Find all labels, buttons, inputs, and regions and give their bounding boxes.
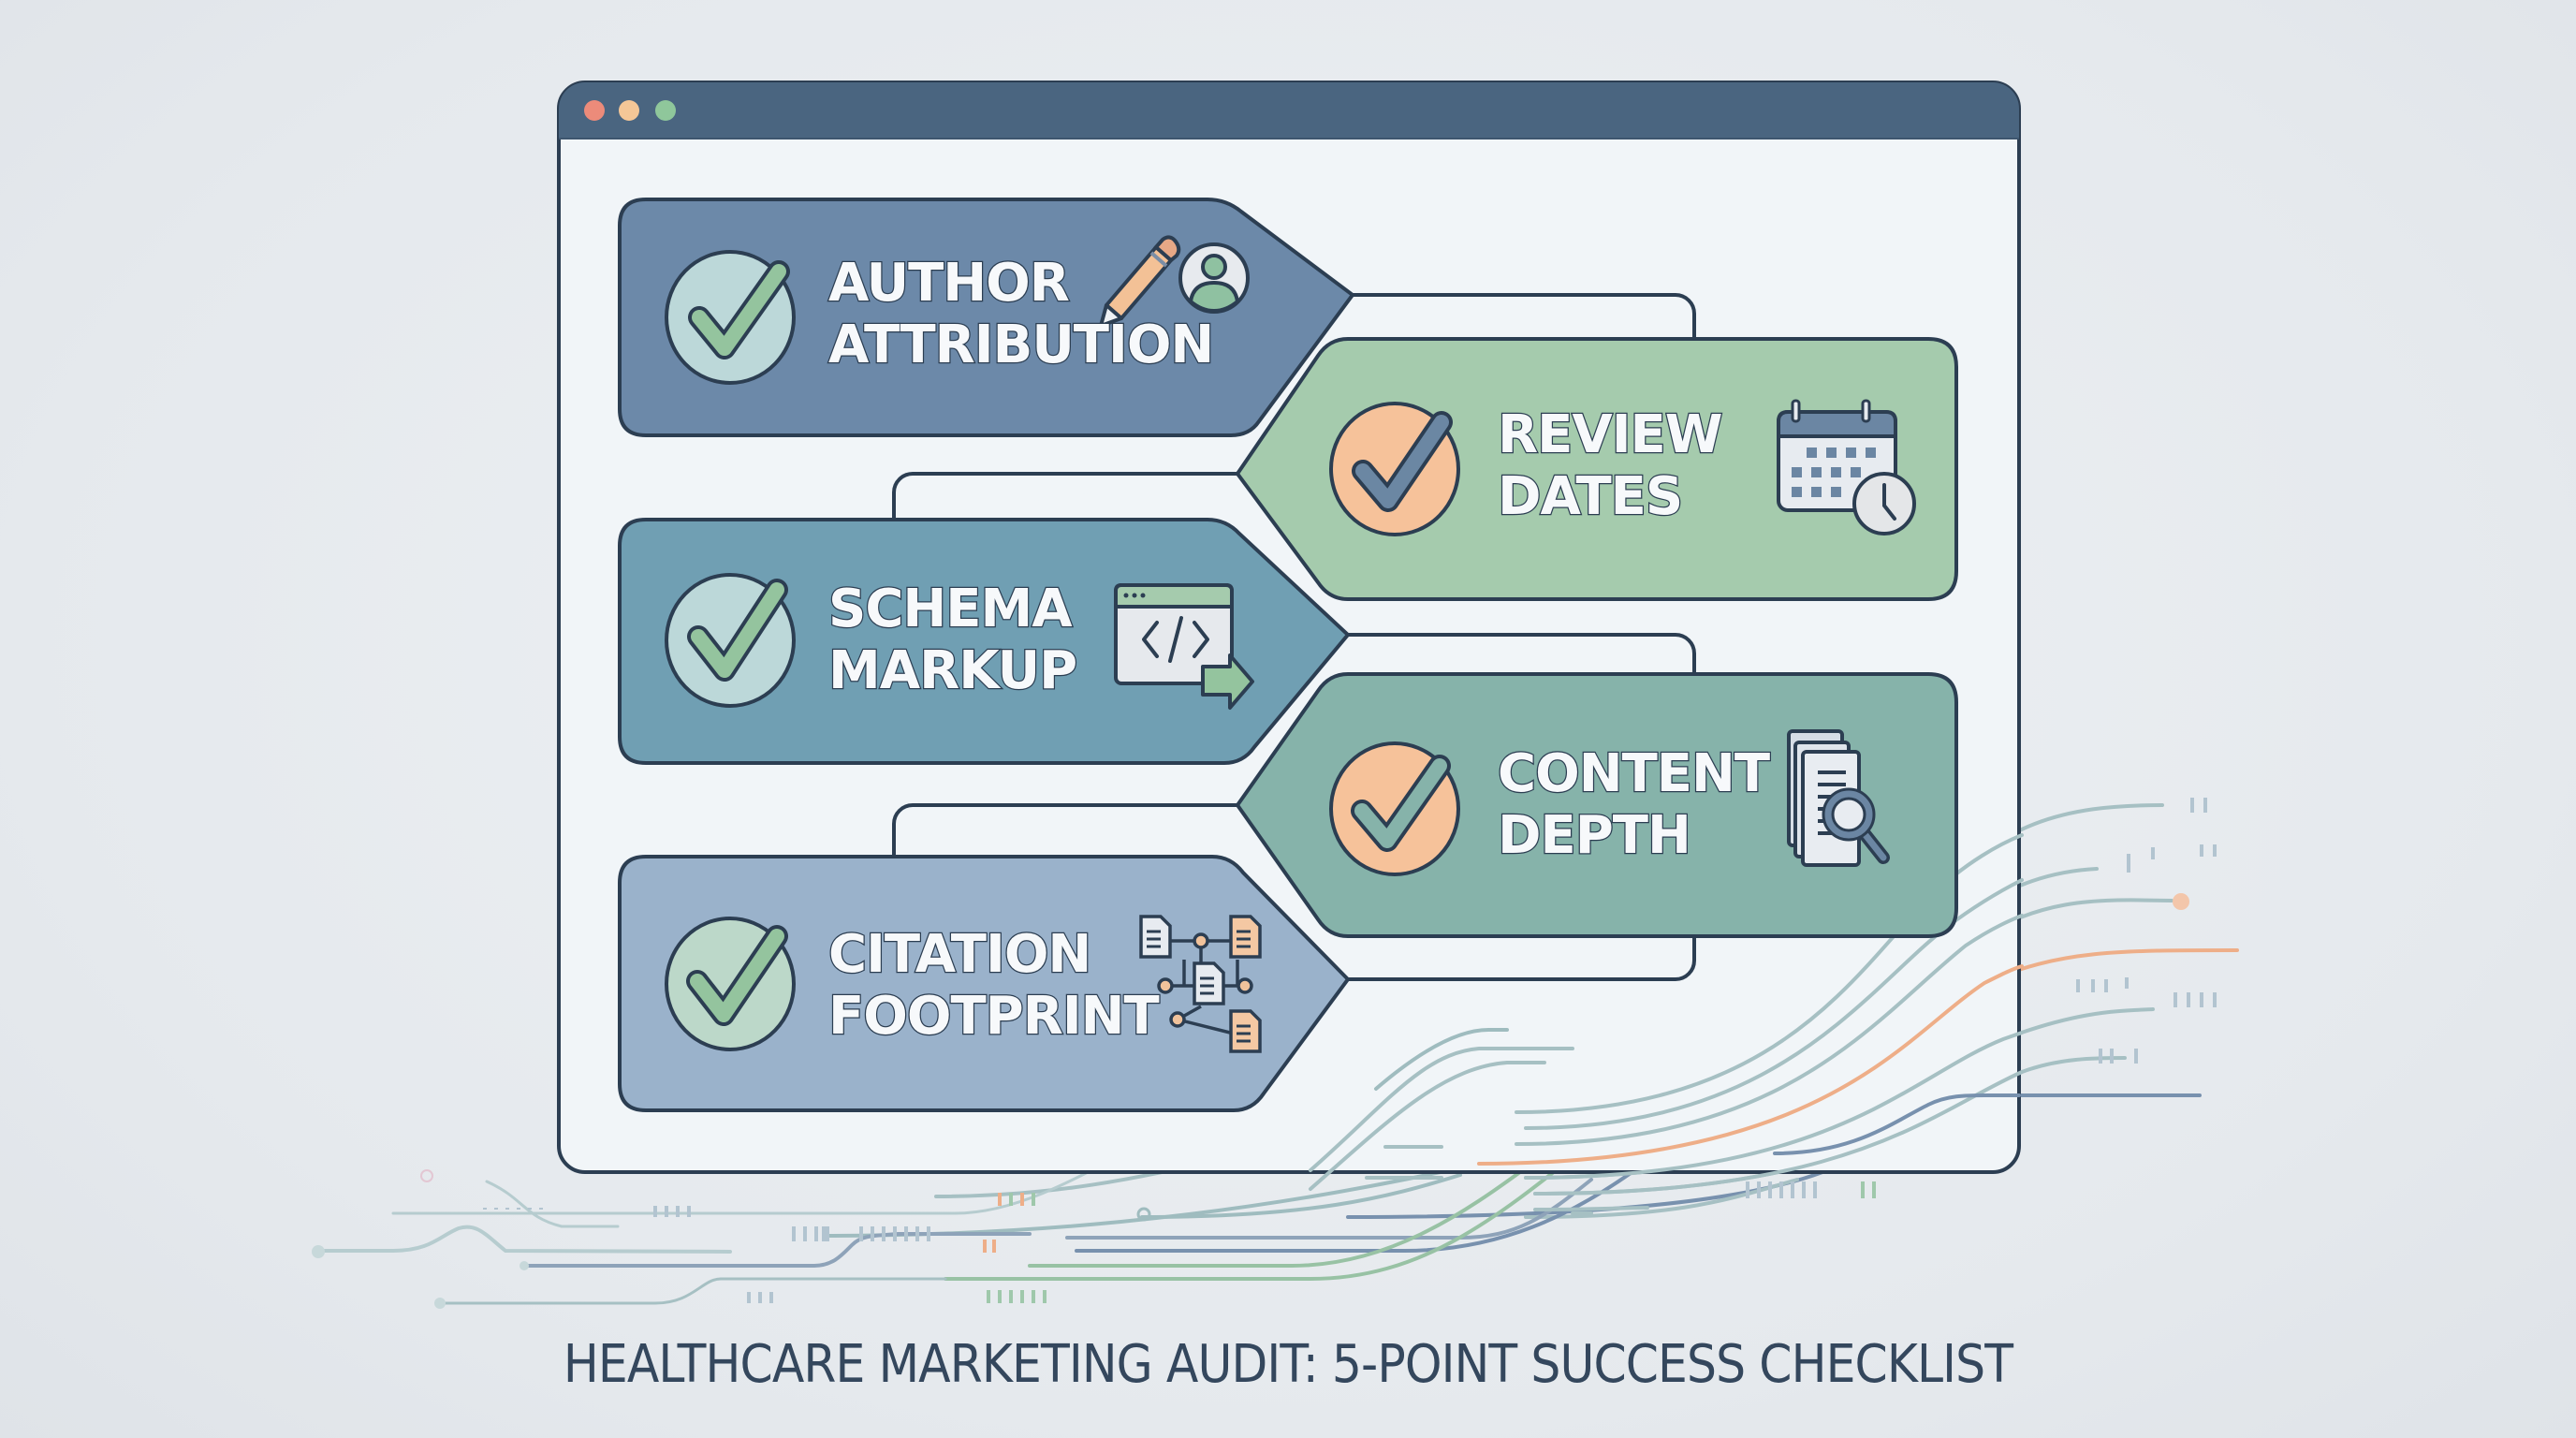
code-window-arrow-icon [1114,583,1254,710]
item-label-line2: DEPTH [1497,804,1692,868]
item-label-line1: REVIEW [1497,404,1724,467]
check-icon [1329,741,1460,876]
user-avatar-icon [1178,242,1250,314]
item-label-line1: AUTHOR [827,252,1071,315]
checklist-card-schema-markup[interactable] [618,518,1351,765]
window-titlebar [559,82,2019,139]
window-maximize-button[interactable] [655,100,676,121]
item-label-schema-markup: SCHEMA MARKUP [827,578,1079,703]
item-label-citation-footprint: CITATION FOOTPRINT [827,923,1161,1049]
check-icon [665,573,796,708]
circuit-nodes [312,893,2189,1309]
check-icon [665,917,796,1051]
item-label-line2: FOOTPRINT [827,985,1161,1049]
pencil-icon [1099,235,1181,328]
item-label-author-attribution: AUTHOR ATTRIBUTION [827,252,1216,377]
calendar-clock-icon [1777,399,1916,536]
circuit-overlay [1309,833,2024,1211]
checklist-card-citation-footprint[interactable] [618,855,1351,1112]
item-label-line1: SCHEMA [827,578,1074,641]
check-icon [665,250,796,385]
window-minimize-button[interactable] [619,100,639,121]
window-close-button[interactable] [584,100,605,121]
checklist-card-review-dates[interactable] [1235,337,1958,601]
item-label-line1: CONTENT [1497,742,1772,806]
item-label-line2: ATTRIBUTION [827,314,1216,377]
flow-connectors [892,293,1696,981]
item-label-line2: DATES [1497,465,1685,529]
item-label-line2: MARKUP [827,639,1079,703]
item-label-line1: CITATION [827,923,1093,987]
document-network-icon [1139,915,1262,1053]
documents-magnifier-icon [1787,729,1890,867]
item-label-review-dates: REVIEW DATES [1497,404,1724,529]
check-icon [1329,402,1460,536]
checklist-card-content-depth[interactable] [1235,672,1958,938]
checklist-card-author-attribution[interactable] [618,198,1355,437]
page-title: HEALTHCARE MARKETING AUDIT: 5-POINT SUCC… [563,1334,2013,1395]
item-label-content-depth: CONTENT DEPTH [1497,742,1772,868]
